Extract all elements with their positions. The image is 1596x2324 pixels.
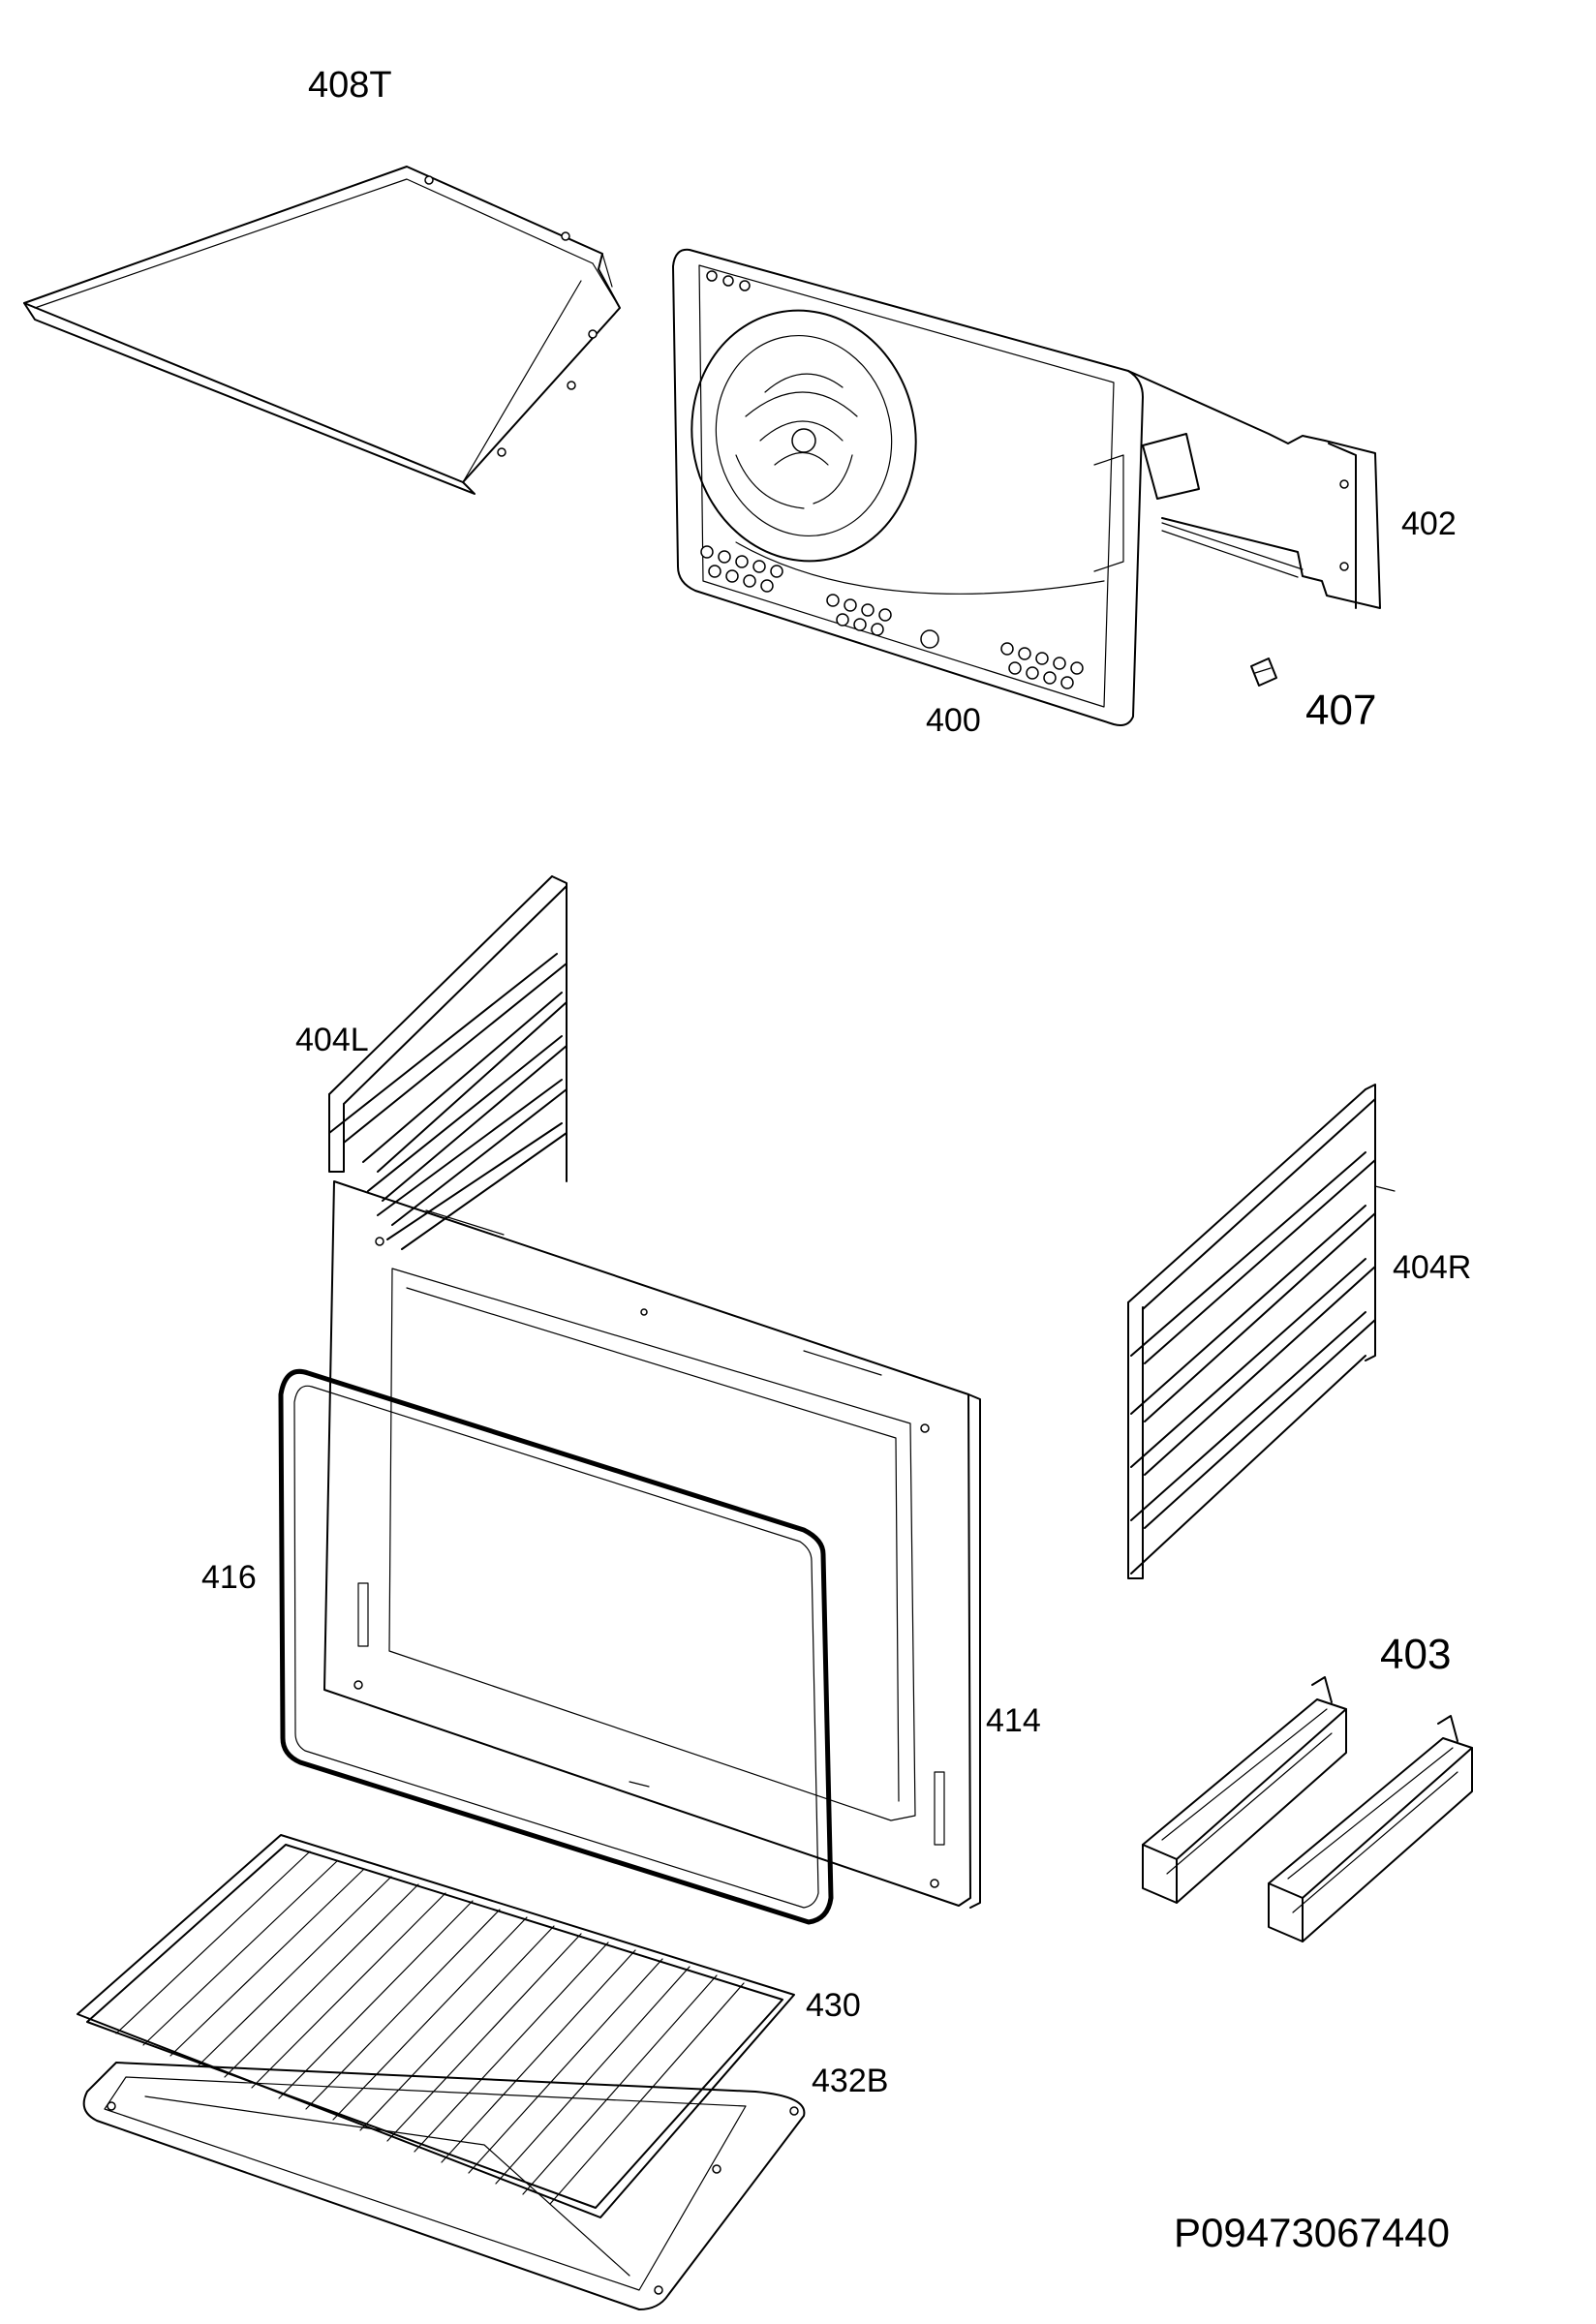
label-432B: 432B — [812, 2063, 888, 2099]
part-404L-left-runner — [328, 875, 568, 1250]
part-403-telescopic-slides — [1142, 1676, 1473, 1942]
part-407-clip — [1250, 657, 1277, 687]
label-430: 430 — [806, 1987, 861, 2024]
part-400-rear-panel — [672, 248, 1144, 726]
part-408T-top-deflector — [23, 166, 621, 495]
label-407: 407 — [1305, 687, 1376, 734]
label-414: 414 — [986, 1702, 1041, 1739]
label-416: 416 — [201, 1559, 257, 1596]
drawing-number: P09473067440 — [1174, 2210, 1450, 2255]
label-400: 400 — [926, 702, 981, 739]
part-404R-right-runner — [1127, 1084, 1396, 1579]
label-402: 402 — [1401, 505, 1457, 542]
label-408T: 408T — [308, 65, 392, 106]
rear-panel-perforations — [700, 270, 1084, 689]
part-414-door-frame — [323, 1180, 981, 1909]
rack-wires — [115, 1850, 745, 2205]
part-430-wire-rack — [77, 1834, 795, 2218]
label-403: 403 — [1380, 1631, 1451, 1678]
part-402-bracket — [1127, 370, 1381, 609]
part-416-gasket — [278, 1368, 834, 1925]
label-404R: 404R — [1393, 1249, 1471, 1286]
label-404L: 404L — [295, 1022, 369, 1058]
part-432B-tray — [82, 2062, 806, 2310]
